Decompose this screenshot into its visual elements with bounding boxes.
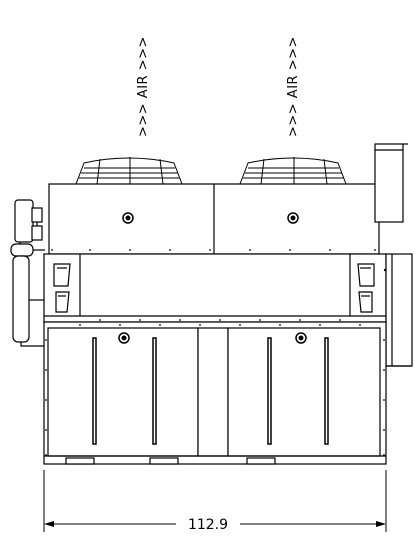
dimension-arrowheads bbox=[44, 521, 386, 527]
cabinet-rivets bbox=[45, 324, 385, 456]
fastener-icon bbox=[118, 332, 130, 344]
side-panel bbox=[380, 253, 413, 367]
fan-guard-left bbox=[75, 157, 183, 185]
coil-vents-right bbox=[357, 263, 375, 313]
airflow-label-left: >>> AIR >>> bbox=[136, 36, 151, 137]
housing-rivets bbox=[51, 249, 376, 251]
fastener-icon bbox=[122, 212, 134, 224]
base-feet bbox=[65, 457, 276, 465]
panel-slots bbox=[92, 337, 329, 445]
coil-vents-left bbox=[53, 263, 71, 313]
dimension-line bbox=[43, 470, 387, 532]
coil-section bbox=[43, 253, 387, 323]
fastener-icon bbox=[295, 332, 307, 344]
fastener-icon bbox=[287, 212, 299, 224]
lower-cabinet bbox=[43, 321, 387, 465]
fan-housing bbox=[48, 183, 380, 255]
airflow-label-right: >>> AIR >>> bbox=[286, 36, 301, 137]
refrigerant-piping bbox=[10, 199, 45, 347]
dimension-width-label: 112.9 bbox=[188, 517, 228, 533]
fan-guard-right bbox=[239, 157, 347, 185]
control-box bbox=[374, 143, 408, 223]
